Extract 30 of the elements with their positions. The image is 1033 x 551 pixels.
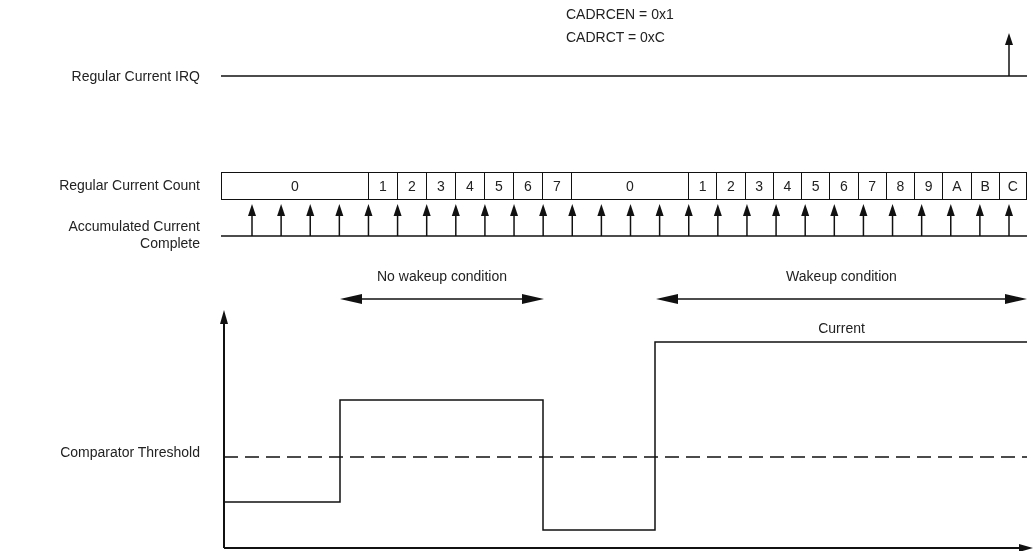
count-value: 9: [914, 172, 943, 200]
count-value: 7: [542, 172, 571, 200]
count-value: 7: [857, 172, 886, 200]
count-value: 4: [455, 172, 484, 200]
count-value: A: [942, 172, 971, 200]
count-value: B: [970, 172, 999, 200]
count-value: 3: [426, 172, 455, 200]
signal-label: Accumulated Current Complete: [67, 218, 200, 252]
count-value: 1: [688, 172, 717, 200]
signal-label: Comparator Threshold: [59, 444, 200, 461]
signal-label: Wakeup condition: [785, 268, 898, 285]
count-value: 6: [829, 172, 858, 200]
count-value: 8: [885, 172, 914, 200]
count-value: 0: [571, 172, 688, 200]
count-value: 5: [484, 172, 513, 200]
count-value: 2: [397, 172, 426, 200]
count-value: C: [998, 172, 1027, 200]
count-value: 5: [801, 172, 830, 200]
count-value: 3: [744, 172, 773, 200]
signal-label: No wakeup condition: [376, 268, 508, 285]
signal-label: Current: [817, 320, 866, 337]
count-value: 1: [368, 172, 397, 200]
signal-label: Regular Current Count: [58, 177, 200, 194]
count-value: 0: [221, 172, 368, 200]
signal-label: CADRCEN = 0x1: [566, 6, 675, 23]
signal-label: CADRCT = 0xC: [566, 29, 666, 46]
count-value: 4: [772, 172, 801, 200]
count-value: 2: [716, 172, 745, 200]
count-value: 6: [513, 172, 542, 200]
signal-label: Regular Current IRQ: [70, 68, 200, 85]
